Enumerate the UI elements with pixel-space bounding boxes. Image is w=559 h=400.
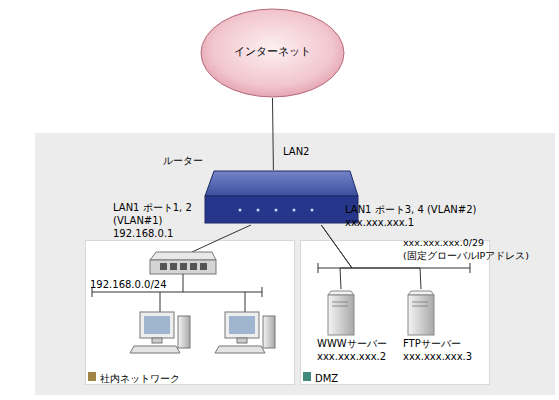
- stand: [237, 338, 247, 343]
- drive-bay: [412, 302, 428, 303]
- screen: [229, 316, 255, 334]
- pc-tower: [178, 316, 190, 348]
- monitor: [140, 312, 174, 338]
- drop-wire: [245, 292, 246, 312]
- tower-body: [408, 295, 434, 335]
- pc-icon: [130, 312, 190, 353]
- ip-address: xxx.xxx.xxx.2: [317, 350, 386, 363]
- server-tower: [328, 291, 354, 335]
- network-link: [218, 225, 251, 240]
- port: [160, 263, 167, 270]
- server-box: FTPサーバーxxx.xxx.xxx.3: [391, 289, 451, 381]
- drop-wire: [183, 274, 184, 292]
- pc-tower: [263, 316, 275, 348]
- port: [200, 263, 207, 270]
- bus-end: [318, 263, 319, 273]
- ip-address: xxx.xxx.xxx.3: [403, 350, 472, 363]
- drive-bay: [412, 306, 428, 307]
- area-marker: [88, 372, 96, 381]
- lan-bus: [92, 292, 262, 293]
- tower-top: [328, 291, 354, 295]
- tower-top: [408, 291, 434, 295]
- cloud-ellipse: インターネット: [200, 8, 345, 98]
- network-zone: 社内ネットワーク: [85, 240, 295, 385]
- screen: [144, 316, 170, 334]
- switch-front: [150, 260, 216, 274]
- node-title: ルーター: [163, 154, 203, 167]
- port-label: LAN1 ポート3, 4 (VLAN#2) xxx.xxx.xxx.1: [345, 203, 477, 229]
- drive-bay: [332, 302, 348, 303]
- led: [257, 209, 260, 212]
- server-tower: [408, 291, 434, 335]
- drive-bay: [332, 306, 348, 307]
- node-title: インターネット: [200, 45, 345, 58]
- port: [190, 263, 197, 270]
- led: [311, 209, 314, 212]
- router-front: [205, 196, 358, 223]
- node-title: 社内ネットワーク: [100, 372, 180, 385]
- dmz-zone: WWWサーバーxxx.xxx.xxx.2FTPサーバーxxx.xxx.xxx.3…: [300, 240, 490, 385]
- subnet-label: xxx.xxx.xxx.0/29 (固定グローバルIPアドレス): [403, 236, 535, 262]
- led: [275, 209, 278, 212]
- node-title: DMZ: [315, 372, 338, 385]
- router-top: [205, 171, 358, 196]
- node-title: WWWサーバー: [317, 337, 387, 350]
- uplink-wire: [192, 240, 218, 252]
- drop-wire: [160, 292, 161, 312]
- port: [170, 263, 177, 270]
- subnet-label: 192.168.0.0/24: [90, 278, 167, 291]
- port-label: LAN1 ポート1, 2 (VLAN#1) 192.168.0.1: [113, 201, 225, 240]
- router-device: [205, 171, 358, 223]
- led: [293, 209, 296, 212]
- dmz-bus: [318, 268, 470, 269]
- port-label: LAN2: [283, 145, 309, 158]
- keyboard: [215, 346, 265, 353]
- area-marker: [303, 372, 311, 381]
- tower-body: [328, 295, 354, 335]
- switch-hub: [150, 252, 216, 274]
- bus-end: [470, 263, 471, 273]
- cloud-shape: [201, 9, 344, 97]
- site-area: [35, 133, 555, 395]
- stand: [152, 338, 162, 343]
- bus-end: [262, 287, 263, 297]
- led: [239, 209, 242, 212]
- switch-top: [150, 252, 216, 260]
- node-title: FTPサーバー: [403, 337, 461, 350]
- port: [180, 263, 187, 270]
- router-box: ルーター: [205, 170, 358, 225]
- network-link: [272, 98, 274, 170]
- pc-icon: [215, 312, 275, 353]
- keyboard: [130, 346, 180, 353]
- monitor: [225, 312, 259, 338]
- server-box: WWWサーバーxxx.xxx.xxx.2: [311, 289, 371, 381]
- network-link: [321, 225, 352, 289]
